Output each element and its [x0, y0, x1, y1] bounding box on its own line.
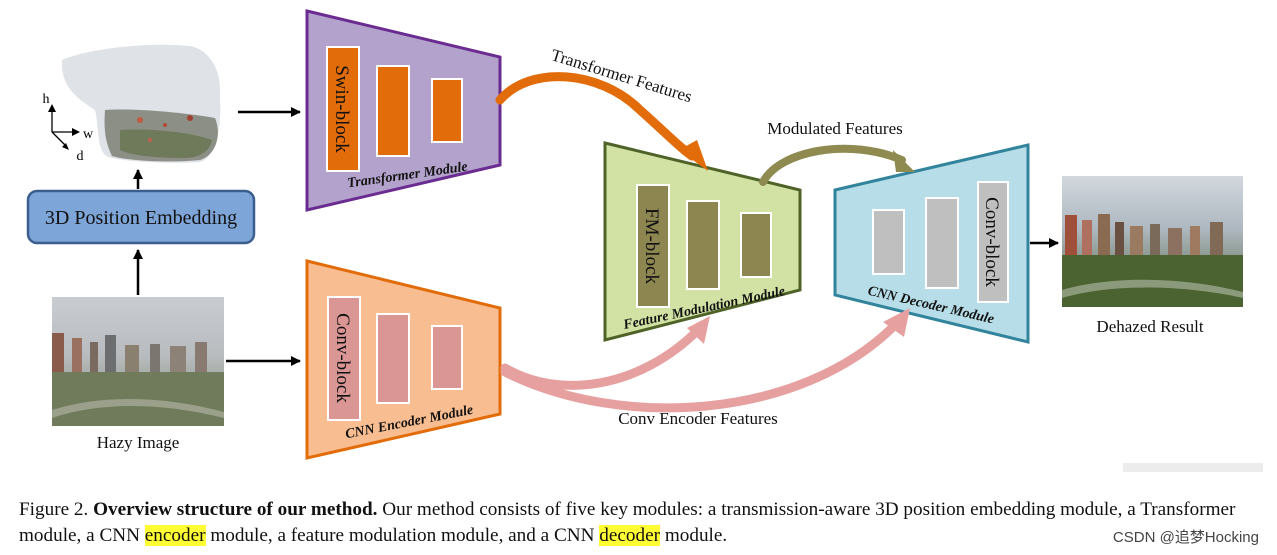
position-embedding-label: 3D Position Embedding — [45, 207, 237, 229]
caption-highlight-decoder: decoder — [599, 525, 661, 546]
decoder-conv-block — [977, 181, 1009, 303]
point-cloud-image — [61, 44, 221, 163]
dehazed-image — [1062, 176, 1243, 307]
decoder-bar-2 — [925, 197, 959, 289]
modulated-features-label: Modulated Features — [767, 119, 903, 138]
caption-figure-number: Figure 2. — [19, 499, 89, 520]
hazy-image-label: Hazy Image — [97, 433, 180, 452]
hazy-image — [52, 297, 224, 426]
encoder-bar-3 — [431, 325, 463, 390]
encoder-conv-block-label: Conv-block — [332, 313, 353, 403]
fm-block-label: FM-block — [641, 208, 662, 285]
encoder-conv-block — [327, 296, 361, 421]
transformer-bar-3 — [431, 78, 463, 143]
position-embedding-box — [26, 189, 256, 245]
encoder-bar-2 — [376, 313, 410, 404]
caption-text-3: module. — [660, 525, 728, 546]
axis-d-label: d — [77, 149, 84, 164]
axes-icon: h w d — [43, 92, 94, 164]
decoder-bar-1 — [872, 209, 905, 275]
dehazed-result-label: Dehazed Result — [1096, 317, 1203, 336]
caption-title: Overview structure of our method. — [93, 499, 378, 520]
conv-encoder-features-arrows — [500, 308, 910, 413]
modulated-features-arrow — [759, 144, 915, 186]
fm-bar-3 — [740, 212, 772, 278]
conv-encoder-features-label: Conv Encoder Features — [618, 409, 778, 428]
transformer-bar-2 — [376, 65, 410, 157]
swin-block — [326, 46, 360, 172]
fm-block — [636, 184, 670, 308]
caption-text-1: Our method consists of five key modules:… — [19, 499, 1236, 546]
scroll-remnant-bar — [1123, 463, 1263, 472]
axis-h-label: h — [43, 92, 50, 107]
csdn-watermark: CSDN @追梦Hocking — [1110, 526, 1261, 547]
transformer-features-arrow — [495, 72, 708, 171]
axis-w-label: w — [83, 127, 94, 142]
caption-text-2: module, a feature modulation module, and… — [205, 525, 600, 546]
fm-bar-2 — [686, 200, 720, 290]
caption-highlight-encoder: encoder — [144, 525, 206, 546]
figure-caption: Figure 2. Overview structure of our meth… — [19, 497, 1264, 549]
swin-block-label: Swin-block — [331, 65, 352, 153]
architecture-diagram: h w d 3D Position Embedding Hazy Image D… — [26, 9, 1243, 460]
decoder-conv-block-label: Conv-block — [981, 197, 1002, 287]
